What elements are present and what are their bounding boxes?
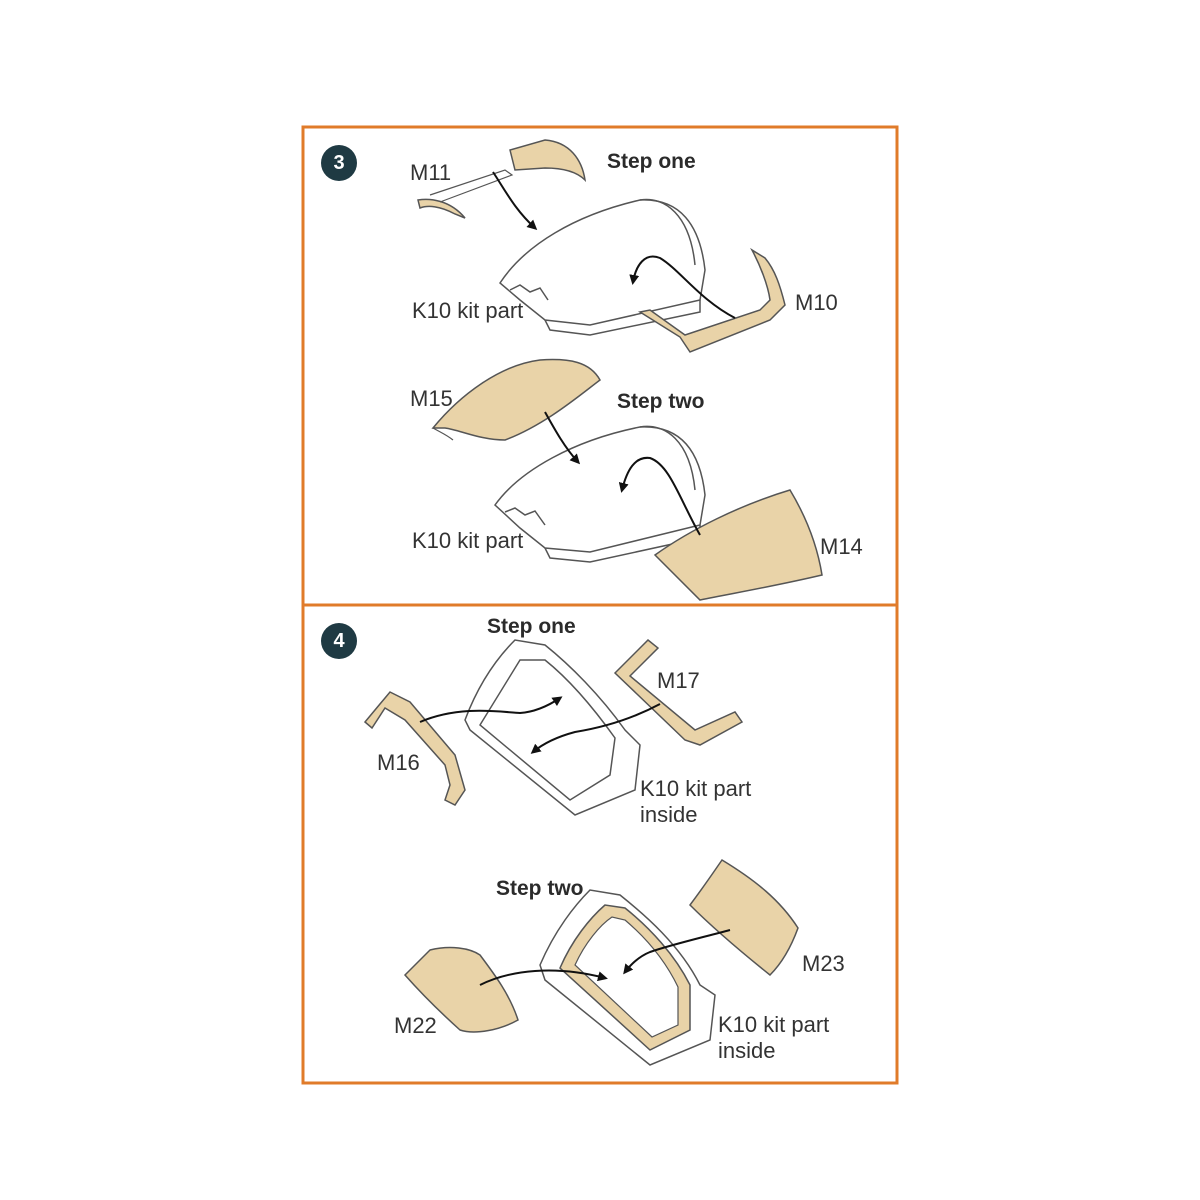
arrow-m10: [629, 255, 736, 319]
mask-m11-left: [417, 198, 466, 219]
mask-m16: [363, 691, 466, 806]
mask-m17: [613, 638, 744, 746]
label-m15: M15: [410, 386, 453, 411]
panel-3-step-two-title: Step two: [617, 390, 705, 413]
canopy-part-k10-lower: [494, 425, 706, 563]
arrow-m22: [479, 969, 608, 986]
panel-3-step-one-title: Step one: [607, 150, 696, 173]
label-m23: M23: [802, 951, 845, 976]
step-number-4: 4: [321, 623, 357, 659]
panel-4-step-two-title: Step two: [496, 877, 584, 900]
step-number-3: 3: [321, 145, 357, 181]
arrow-m23: [623, 929, 731, 975]
panel-4-frame: [301, 603, 899, 1085]
arrow-m11: [492, 171, 538, 231]
mask-m11-right: [509, 139, 587, 183]
label-k10-panel3-b: K10 kit part: [412, 528, 524, 553]
frame-inner-window: [574, 916, 679, 1038]
mask-m15: [431, 358, 601, 441]
arrow-m16: [419, 696, 563, 723]
arrow-m15: [544, 411, 581, 465]
mask-m15-edge: [432, 427, 454, 441]
panel-4-step-one-title: Step one: [487, 615, 576, 638]
mask-m23: [689, 858, 799, 977]
label-m17: M17: [657, 668, 700, 693]
canopy-part-k10-upper: [499, 198, 706, 336]
label-m14: M14: [820, 534, 863, 559]
label-m22: M22: [394, 1013, 437, 1038]
mask-m14: [653, 489, 823, 601]
label-k10-panel4-a: K10 kit part inside: [640, 776, 752, 827]
mask-m22: [403, 946, 519, 1033]
arrow-m17: [530, 703, 661, 754]
mask-m11-connector: [429, 169, 514, 203]
label-m11: M11: [410, 160, 452, 185]
arrow-m14: [618, 456, 701, 536]
label-k10-panel3-a: K10 kit part: [412, 298, 524, 323]
label-m16: M16: [377, 750, 420, 775]
label-k10-panel4-b: K10 kit part inside: [718, 1012, 830, 1063]
label-m10: M10: [795, 290, 838, 315]
frame-part-k10-upper: [464, 639, 641, 816]
mask-m10: [638, 247, 786, 353]
